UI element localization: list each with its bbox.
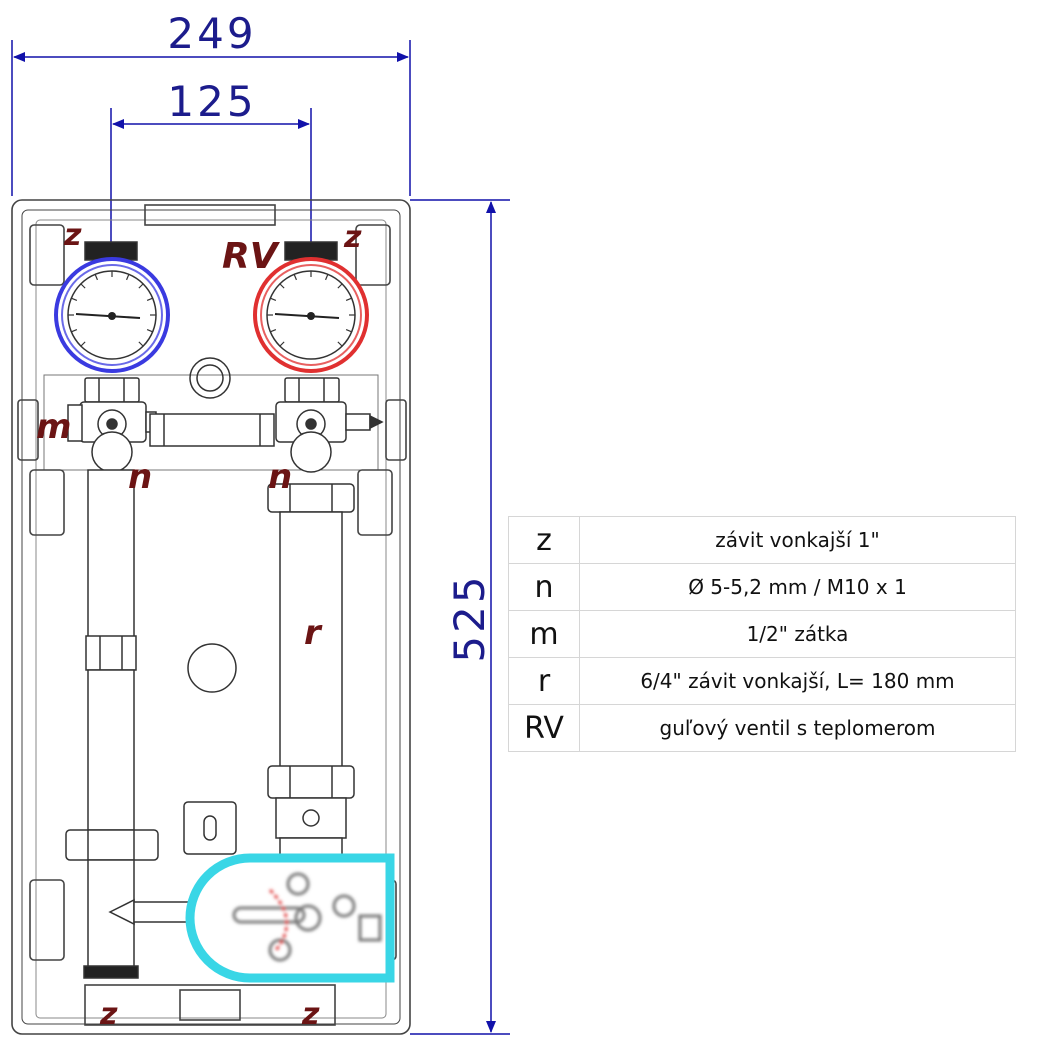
- gauge-tick: [125, 274, 130, 281]
- gauge-tick: [80, 283, 86, 289]
- legend-description: Ø 5-5,2 mm / M10 x 1: [579, 563, 1016, 611]
- gauge-tick: [71, 328, 78, 333]
- legend-code: z: [508, 516, 580, 564]
- mark-r: r: [304, 613, 323, 653]
- dimension-lines: [11, 40, 510, 1035]
- gauge-tick: [138, 283, 144, 289]
- legend-row: RV guľový ventil s teplomerom: [508, 704, 1016, 752]
- insulation-box: [11, 199, 411, 1035]
- dimension-width-total: 249: [167, 9, 256, 58]
- legend-code: r: [508, 657, 580, 705]
- gauge-tick: [94, 274, 99, 281]
- legend-description: závit vonkajší 1": [579, 516, 1016, 564]
- gauge-tick: [324, 274, 329, 281]
- gauge-tick: [279, 283, 285, 289]
- pump-unit: [185, 853, 395, 983]
- gauge-tick: [138, 341, 144, 347]
- gauge-tick: [146, 297, 153, 302]
- legend-row: n Ø 5-5,2 mm / M10 x 1: [508, 563, 1016, 611]
- mounting-holes: [183, 357, 237, 855]
- legend-row: r 6/4" závit vonkajší, L= 180 mm: [508, 657, 1016, 705]
- legend-description: guľový ventil s teplomerom: [579, 704, 1016, 752]
- gauge-tick: [345, 297, 352, 302]
- dimension-spacing: 125: [167, 77, 256, 126]
- mark-m: m: [36, 407, 71, 447]
- thermometer-left: [54, 257, 170, 373]
- gauge-tick: [337, 341, 343, 347]
- mark-rv: RV: [222, 236, 281, 277]
- legend-description: 6/4" závit vonkajší, L= 180 mm: [579, 657, 1016, 705]
- legend-row: z závit vonkajší 1": [508, 516, 1016, 564]
- bypass-pipe: [149, 413, 275, 447]
- legend-row: m 1/2" zátka: [508, 610, 1016, 658]
- mark-z-top-left: z: [63, 218, 82, 253]
- gauge-tick: [293, 274, 298, 281]
- gauge-tick: [270, 328, 277, 333]
- mark-z-top-right: z: [343, 220, 362, 255]
- right-pipe-branch: [267, 241, 384, 975]
- gauge-tick: [337, 283, 343, 289]
- mark-z-bottom-right: z: [301, 997, 320, 1032]
- gauge-tick: [345, 328, 352, 333]
- left-pipe-branch: [65, 241, 205, 979]
- gauge-tick: [279, 341, 285, 347]
- legend-code: RV: [508, 704, 580, 752]
- legend-code: m: [508, 610, 580, 658]
- legend-code: n: [508, 563, 580, 611]
- gauge-tick: [71, 297, 78, 302]
- dimension-height: 525: [445, 573, 494, 662]
- mark-z-bottom-left: z: [99, 997, 118, 1032]
- gauge-tick: [146, 328, 153, 333]
- thermometer-right: [253, 257, 369, 373]
- mark-n-left: n: [128, 457, 152, 497]
- legend-table: z závit vonkajší 1" n Ø 5-5,2 mm / M10 x…: [508, 516, 1016, 752]
- gauge-tick: [270, 297, 277, 302]
- legend-description: 1/2" zátka: [579, 610, 1016, 658]
- gauge-tick: [80, 341, 86, 347]
- mark-n-right: n: [268, 457, 292, 497]
